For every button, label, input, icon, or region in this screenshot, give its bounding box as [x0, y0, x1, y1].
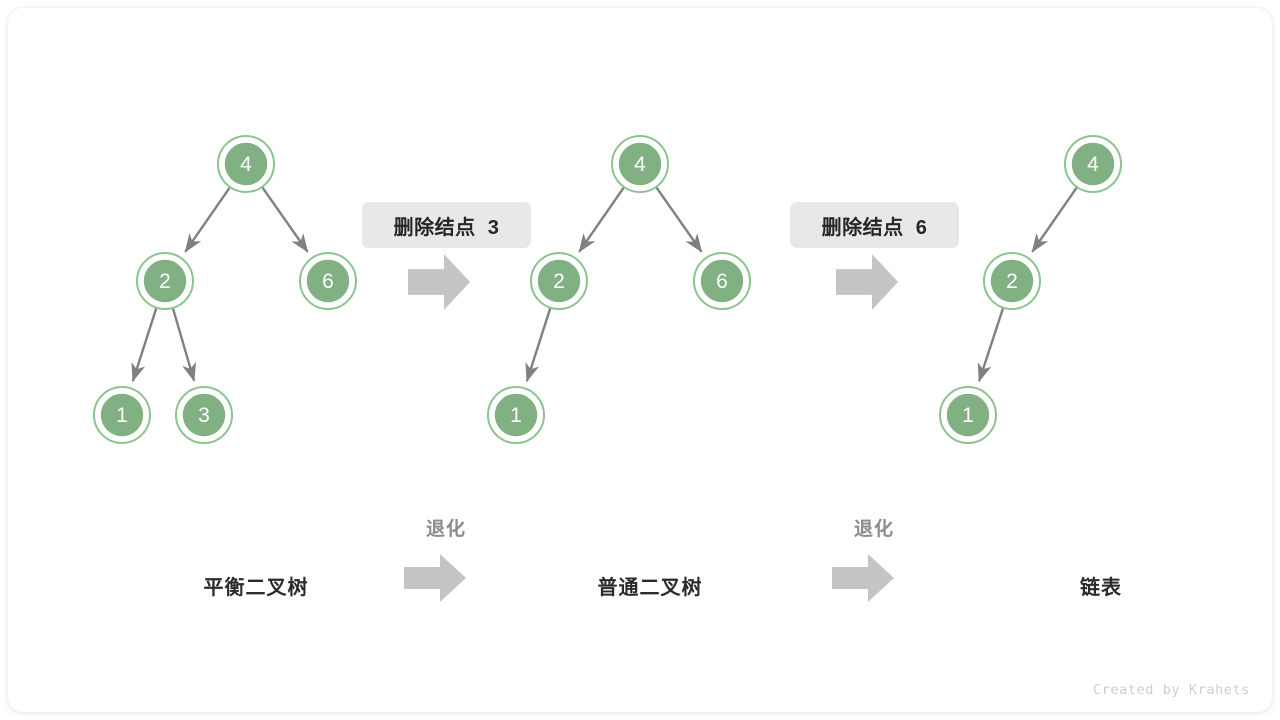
node-outer-ring	[217, 135, 275, 193]
operation-chip-1: 删除结点 3	[362, 202, 531, 248]
tree-edge	[525, 307, 552, 383]
node-value-label: 6	[322, 270, 334, 293]
node-circle	[492, 391, 540, 439]
tree-edge	[977, 307, 1004, 383]
tree-edge	[131, 307, 158, 383]
tree-edge	[184, 187, 231, 253]
node-outer-ring	[487, 386, 545, 444]
tree-edge	[172, 308, 197, 382]
block-arrows-layer	[404, 254, 898, 602]
tree-node: 2	[530, 252, 588, 310]
tree-node: 3	[175, 386, 233, 444]
tree-node: 4	[217, 135, 275, 193]
tree-node: 6	[693, 252, 751, 310]
node-circle	[535, 257, 583, 305]
degrade-label-2: 退化	[853, 519, 894, 540]
node-outer-ring	[983, 252, 1041, 310]
tree-node: 4	[611, 135, 669, 193]
watermark-credit: Created by Krahets	[1092, 682, 1250, 698]
tree-edge	[578, 187, 625, 253]
node-outer-ring	[136, 252, 194, 310]
node-value-label: 3	[198, 404, 210, 427]
figure-card: 4 2 6 1 3 4 2 6 1 4 2 1 删除结点 3 退化 删除结点 6 退化平衡二叉树 普通二叉树 链…	[8, 8, 1272, 712]
node-value-label: 2	[159, 270, 171, 293]
node-circle	[698, 257, 746, 305]
node-outer-ring	[299, 252, 357, 310]
transition-arrow-bottom-2	[832, 554, 894, 602]
node-outer-ring	[611, 135, 669, 193]
stage-label-stage-balanced: 平衡二叉树	[203, 577, 309, 599]
node-circle	[98, 391, 146, 439]
stage-label-stage-linkedlist: 链表	[1080, 577, 1122, 599]
tree-node: 2	[136, 252, 194, 310]
node-value-label: 1	[510, 404, 522, 427]
operation-chip-2: 删除结点 6	[790, 202, 959, 248]
tree-node: 6	[299, 252, 357, 310]
node-outer-ring	[693, 252, 751, 310]
node-outer-ring	[530, 252, 588, 310]
node-outer-ring	[1064, 135, 1122, 193]
node-outer-ring	[93, 386, 151, 444]
edges-layer	[131, 186, 1078, 383]
degrade-label-1: 退化	[425, 519, 466, 540]
node-outer-ring	[939, 386, 997, 444]
transition-arrow-bottom-1	[404, 554, 466, 602]
tree-edge	[655, 186, 703, 253]
node-value-label: 2	[553, 270, 565, 293]
diagram-canvas: 4 2 6 1 3 4 2 6 1 4 2 1 删除结点 3 退化 删除结点 6 退化平衡二叉树 普通二叉树 链…	[8, 8, 1272, 712]
nodes-layer: 4 2 6 1 3 4 2 6 1 4 2 1	[93, 135, 1122, 444]
node-value-label: 1	[962, 404, 974, 427]
tree-diagram-svg: 4 2 6 1 3 4 2 6 1 4 2 1	[93, 135, 1122, 602]
stage-label-stage-ordinary: 普通二叉树	[597, 577, 703, 599]
transition-arrow-top-1	[408, 254, 470, 310]
tree-edge	[261, 186, 309, 253]
node-circle	[988, 257, 1036, 305]
tree-node: 1	[93, 386, 151, 444]
node-circle	[222, 140, 270, 188]
node-value-label: 1	[116, 404, 128, 427]
tree-node: 1	[487, 386, 545, 444]
tree-edge	[1031, 187, 1078, 253]
tree-node: 2	[983, 252, 1041, 310]
node-circle	[616, 140, 664, 188]
node-value-label: 2	[1006, 270, 1018, 293]
node-circle	[141, 257, 189, 305]
node-circle	[1069, 140, 1117, 188]
node-circle	[944, 391, 992, 439]
tree-node: 1	[939, 386, 997, 444]
node-value-label: 4	[1087, 153, 1099, 176]
tree-node: 4	[1064, 135, 1122, 193]
node-value-label: 4	[634, 153, 646, 176]
transition-arrow-top-2	[836, 254, 898, 310]
node-circle	[180, 391, 228, 439]
node-circle	[304, 257, 352, 305]
node-outer-ring	[175, 386, 233, 444]
node-value-label: 4	[240, 153, 252, 176]
node-value-label: 6	[716, 270, 728, 293]
